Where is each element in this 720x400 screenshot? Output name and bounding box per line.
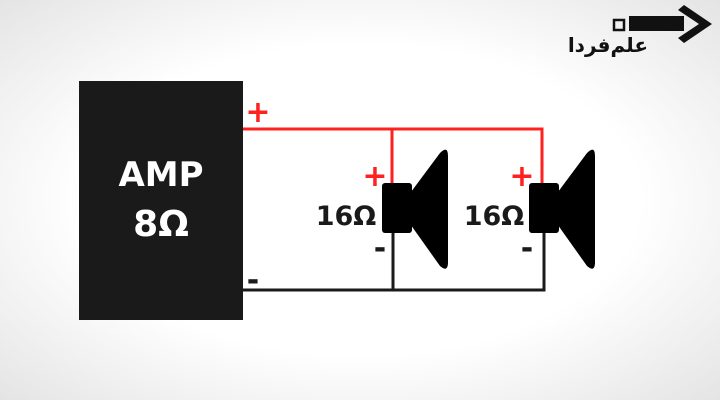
speaker-2-minus: - bbox=[521, 231, 533, 266]
speaker-2-impedance: 16Ω bbox=[464, 201, 525, 232]
speaker-1: + - 16Ω bbox=[316, 149, 448, 269]
speaker-2-plus: + bbox=[509, 159, 534, 194]
amplifier-box bbox=[79, 81, 243, 320]
amplifier-impedance: 8Ω bbox=[133, 204, 189, 245]
speaker-1-minus: - bbox=[374, 231, 386, 266]
positive-wire bbox=[243, 127, 544, 184]
logo-arrow-shaft bbox=[629, 16, 684, 31]
arrow-right-icon bbox=[678, 5, 712, 43]
logo-square bbox=[612, 18, 626, 32]
negative-wire bbox=[243, 232, 546, 292]
logo: علم‌فردا bbox=[568, 5, 712, 57]
speaker-2: + - 16Ω bbox=[464, 149, 595, 269]
amplifier-title: AMP bbox=[118, 155, 203, 195]
speaker-1-plus: + bbox=[362, 159, 387, 194]
speaker-icon bbox=[529, 183, 559, 233]
amp-plus-label: + bbox=[245, 95, 270, 130]
speaker-1-impedance: 16Ω bbox=[316, 201, 377, 232]
speaker-icon bbox=[382, 183, 412, 233]
amp-minus-label: - bbox=[247, 263, 259, 298]
logo-text: علم‌فردا bbox=[568, 33, 648, 57]
